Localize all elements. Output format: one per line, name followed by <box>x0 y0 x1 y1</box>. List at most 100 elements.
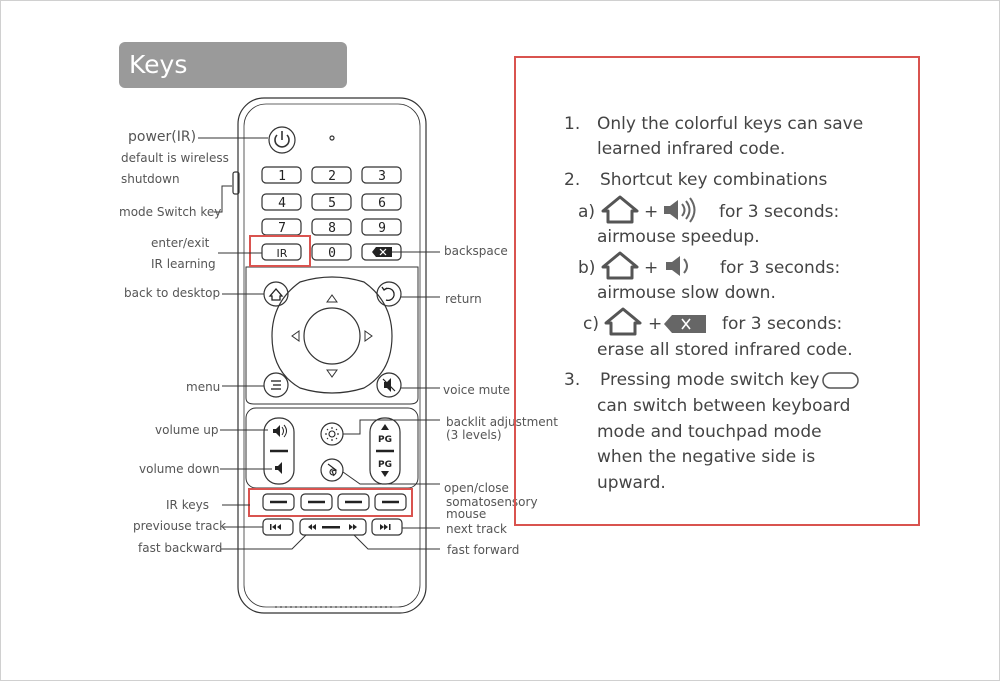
desc-b-label: b) <box>578 258 596 278</box>
label-fast-backward: fast backward <box>138 541 223 555</box>
indicator-dot <box>329 135 335 141</box>
power-button <box>268 126 296 154</box>
label-backlit-levels: (3 levels) <box>446 428 502 442</box>
desc-a-label: a) <box>578 202 596 222</box>
desc-item3-line3: mode and touchpad mode <box>597 422 822 442</box>
ok-button <box>303 307 361 365</box>
home-shortcut-icon-c <box>604 307 642 336</box>
desc-c-label: c) <box>583 314 599 334</box>
menu-button <box>263 372 289 398</box>
label-volume-down: volume down <box>139 462 220 476</box>
label-mode-switch: mode Switch key <box>119 205 222 219</box>
home-shortcut-icon-a <box>601 195 639 224</box>
label-volume-up: volume up <box>155 423 219 437</box>
desc-c-desc: erase all stored infrared code. <box>597 340 853 360</box>
fast-backward-icon <box>308 524 316 530</box>
arrow-right-icon <box>364 330 373 342</box>
power-icon <box>274 131 290 148</box>
desc-a-time: for 3 seconds: <box>719 202 840 222</box>
desc-item3-num: 3. <box>564 370 581 390</box>
return-button <box>376 281 402 307</box>
desc-c-time: for 3 seconds: <box>722 314 843 334</box>
backspace-key-icon <box>372 247 392 257</box>
key-1[interactable]: 1 <box>278 169 286 184</box>
arrow-up-icon <box>326 294 338 303</box>
ir-key-highlight <box>249 235 311 267</box>
label-enter-exit: enter/exit <box>151 236 210 250</box>
arrow-left-icon <box>291 330 300 342</box>
key-0[interactable]: 0 <box>328 246 336 261</box>
volume-loud-icon <box>664 197 696 223</box>
desc-item2-num: 2. <box>564 170 581 190</box>
key-8[interactable]: 8 <box>328 221 336 236</box>
label-voice-mute: voice mute <box>443 383 510 397</box>
arrow-down-icon <box>326 369 338 378</box>
key-4[interactable]: 4 <box>278 196 286 211</box>
label-fast-forward: fast forward <box>447 543 520 557</box>
page-title: Keys Descriptions <box>119 42 347 125</box>
label-backspace: backspace <box>444 244 508 258</box>
dpad-outer <box>271 276 393 394</box>
fast-forward-icon <box>349 524 357 530</box>
label-power-sub1: default is wireless <box>121 151 229 165</box>
track-divider <box>322 526 340 529</box>
key-5[interactable]: 5 <box>328 196 336 211</box>
label-ir-learning: IR learning <box>151 257 216 271</box>
desc-b-plus: + <box>644 258 659 278</box>
volume-low-icon <box>666 256 688 276</box>
mode-switch-key <box>232 171 240 195</box>
page-up-arrow-icon <box>381 424 389 430</box>
mute-button <box>376 372 402 398</box>
label-return: return <box>445 292 482 306</box>
home-shortcut-icon-b <box>601 251 639 280</box>
menu-icon <box>271 380 281 390</box>
mute-icon <box>382 378 396 392</box>
desc-item3-line2: can switch between keyboard <box>597 396 851 416</box>
backlit-icon <box>325 427 339 441</box>
key-3[interactable]: 3 <box>378 169 386 184</box>
mode-switch-pill-icon <box>822 372 859 389</box>
desc-a-desc: airmouse speedup. <box>597 227 760 247</box>
volume-rocker <box>263 417 295 485</box>
key-7[interactable]: 7 <box>278 221 286 236</box>
mouse-cursor-icon <box>327 463 338 477</box>
desc-item1-line2: learned infrared code. <box>597 139 786 159</box>
desc-item3-line4: when the negative side is <box>597 447 816 467</box>
label-backlit: backlit adjustment <box>446 415 558 429</box>
backspace-shortcut-x <box>681 318 691 330</box>
key-9[interactable]: 9 <box>378 221 386 236</box>
key-6[interactable]: 6 <box>378 196 386 211</box>
desc-item2-line1: Shortcut key combinations <box>600 170 828 190</box>
volume-up-icon <box>273 424 287 438</box>
desc-item3-line5: upward. <box>597 473 666 493</box>
remote-body <box>237 97 427 614</box>
desc-item1-line1: Only the colorful keys can save <box>597 114 864 134</box>
page-down-label: PG <box>378 460 392 470</box>
mouse-toggle-button <box>320 458 344 482</box>
label-back-desktop: back to desktop <box>124 286 221 300</box>
label-menu: menu <box>186 380 221 394</box>
label-next-track: next track <box>446 522 507 536</box>
label-open-close: open/close <box>444 481 509 495</box>
desc-c-plus: + <box>648 314 663 334</box>
desc-b-time: for 3 seconds: <box>720 258 841 278</box>
key-ir[interactable]: IR <box>277 247 288 260</box>
previous-track-icon <box>270 524 281 530</box>
page-down-arrow-icon <box>381 471 389 477</box>
ir-keys-highlight <box>248 488 413 517</box>
home-icon <box>268 288 284 301</box>
key-2[interactable]: 2 <box>328 169 336 184</box>
desc-b-desc: airmouse slow down. <box>597 283 776 303</box>
volume-down-icon <box>275 462 282 474</box>
backspace-x <box>379 248 387 256</box>
nav-section-outline <box>245 266 419 405</box>
desc-item1-num: 1. <box>564 114 581 134</box>
next-track-icon <box>380 524 391 530</box>
page-up-label: PG <box>378 435 392 445</box>
description-box <box>514 56 920 526</box>
label-mouse: mouse <box>446 507 487 521</box>
label-power: power(IR) <box>128 129 197 145</box>
label-ir-keys: IR keys <box>166 498 209 512</box>
